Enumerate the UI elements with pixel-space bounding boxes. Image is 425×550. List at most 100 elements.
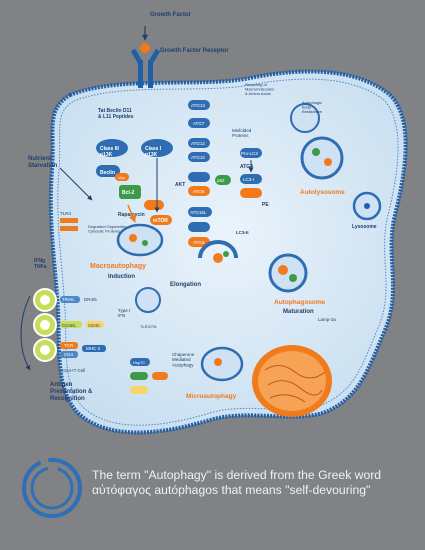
growth-factor-receptor bbox=[130, 26, 161, 88]
text-line: Misfolded bbox=[232, 128, 252, 133]
p62-label: p62 bbox=[217, 178, 225, 183]
hsp-label: Hsp70 bbox=[133, 360, 145, 365]
mtor-label: mTOR bbox=[153, 218, 168, 224]
pro-lc3-label: Pro-LC3 bbox=[241, 151, 258, 156]
autolysosome-vesicle bbox=[300, 136, 344, 180]
atg4-label: ATG4 bbox=[240, 164, 253, 170]
text-line: & Amino Acids bbox=[245, 91, 271, 96]
text-line: Cytosolic Proteins bbox=[88, 229, 120, 234]
beclin-label: Beclin bbox=[100, 170, 115, 176]
text-line: Autophagic bbox=[302, 100, 322, 105]
vps-label: Vps bbox=[118, 175, 125, 180]
text-line: Chaperone bbox=[172, 352, 195, 357]
text-line: p13K bbox=[100, 152, 113, 158]
cd40l-label: CD40L bbox=[62, 323, 77, 328]
nucleus bbox=[252, 345, 332, 417]
lysosome-vesicle bbox=[352, 191, 382, 221]
chaperone-complex bbox=[130, 358, 168, 394]
atg3-label: ATG3 bbox=[193, 240, 205, 245]
tat-beclin-label: Tat Beclin D11& L11 Peptides bbox=[98, 108, 134, 120]
text-line: Proteins bbox=[232, 133, 249, 138]
text-line: Starvation bbox=[28, 163, 58, 169]
text-line: Nutrient bbox=[28, 156, 51, 162]
phagophore bbox=[198, 240, 238, 263]
autophagic-body-vesicle bbox=[290, 103, 320, 133]
text-line: p13K bbox=[145, 152, 158, 158]
cd4-label: CD4 bbox=[64, 352, 73, 357]
tlr3-label: TLR3/7/8 bbox=[140, 324, 157, 329]
text-line: Body bbox=[302, 105, 311, 110]
microautophagy-vesicle bbox=[200, 346, 244, 382]
pi3k-cluster bbox=[96, 139, 173, 225]
caption-line-1: The term "Autophagy" is derived from the… bbox=[92, 468, 382, 482]
text-line: Recycling of bbox=[245, 82, 268, 87]
mhc-label: MHC II bbox=[86, 346, 100, 351]
text-line: IFNg bbox=[34, 258, 45, 264]
text-line: Class I bbox=[145, 146, 162, 152]
tlr-receptor bbox=[60, 218, 78, 231]
autophagosome-label: Autophagosome bbox=[274, 299, 326, 306]
lc3-pathway bbox=[215, 148, 262, 198]
atg10-label: ATG10 bbox=[191, 155, 205, 160]
atg16l-label: ATG16L bbox=[190, 210, 207, 215]
text-line: Recognition bbox=[50, 396, 85, 402]
tlr-label: TLR4 bbox=[60, 211, 72, 216]
caption-block: The term "Autophagy" is derived from the… bbox=[92, 468, 422, 498]
text-line: Type I bbox=[118, 308, 130, 313]
akt-label: AKT bbox=[175, 182, 185, 188]
degraded-vesicle bbox=[116, 223, 164, 257]
macroautophagy-title: Macroautophagy bbox=[90, 263, 146, 270]
bcl2-label: Bcl-2 bbox=[122, 190, 134, 196]
text-line: Presentation & bbox=[50, 389, 93, 395]
cd4-cell-label: CD4+T Cell bbox=[62, 368, 85, 373]
maturation-label: Maturation bbox=[283, 309, 314, 315]
endosome-vesicle bbox=[135, 287, 161, 313]
growth-factor-label: Growth Factor bbox=[150, 12, 192, 18]
growth-factor-ligand bbox=[140, 43, 150, 53]
lc3-ii-label: LC3-II bbox=[236, 230, 249, 235]
lc3-i-label: LC3-I bbox=[243, 177, 254, 182]
trail-label: TRAIL bbox=[62, 297, 75, 302]
tcr-label: TCR bbox=[64, 343, 74, 348]
growth-factor-receptor-label: Growth Factor Receptor bbox=[160, 48, 229, 54]
lysosome-label: Lysosome bbox=[352, 224, 377, 230]
cd4-t-cell bbox=[20, 288, 57, 371]
autolysosome-label: Autolysosome bbox=[300, 189, 345, 196]
macroautophagy-induction: Induction bbox=[108, 274, 135, 280]
text-line: TNFa bbox=[34, 264, 47, 270]
atg13-label: ATG13 bbox=[191, 103, 205, 108]
elongation-label: Elongation bbox=[170, 282, 201, 288]
tat-beclin-line: Tat Beclin D11& L11 Peptides bbox=[98, 108, 134, 120]
microautophagy-label: Microautophagy bbox=[186, 393, 237, 400]
text-line: Class III bbox=[100, 146, 120, 152]
text-line: Antigen bbox=[50, 382, 73, 388]
atg12-label: ATG12 bbox=[191, 141, 205, 146]
text-line: Macromolecules bbox=[245, 87, 274, 92]
pe-label: PE bbox=[262, 202, 269, 208]
lamp-label: Lamp-2a bbox=[318, 317, 336, 322]
atg5-label: ATG5 bbox=[193, 189, 205, 194]
atg-column bbox=[188, 100, 212, 247]
text-line: Tat Beclin D11 bbox=[98, 108, 132, 114]
text-line: & L11 Peptides bbox=[98, 114, 134, 120]
text-line: IFN bbox=[118, 313, 125, 318]
autophagosome-vesicle bbox=[268, 253, 308, 293]
spiral-logo bbox=[22, 458, 82, 518]
cd40-label: CD40 bbox=[88, 323, 100, 328]
text-line: Mediated bbox=[172, 357, 191, 362]
text-line: Autophagy bbox=[172, 362, 194, 367]
text-line: Breakdown bbox=[302, 109, 322, 114]
text-line: Degraded Organelles bbox=[88, 224, 126, 229]
caption-line-2: αὐτόφαγος autóphagos that means "self-de… bbox=[92, 483, 371, 497]
